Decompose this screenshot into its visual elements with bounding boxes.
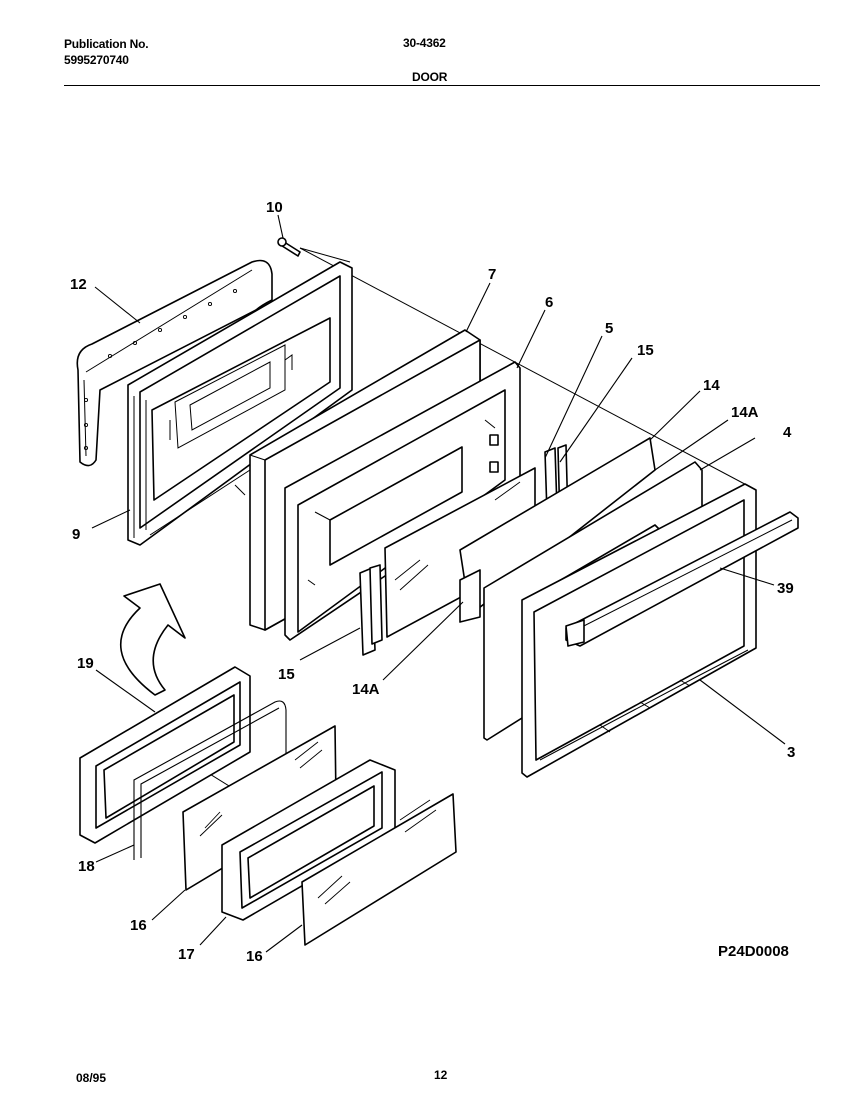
part-10-screw xyxy=(277,237,301,257)
callout-14a-bottom: 14A xyxy=(352,681,380,698)
callout-4: 4 xyxy=(783,424,792,441)
part-39-handle xyxy=(565,511,799,647)
part-19-lower-frame xyxy=(79,666,251,844)
callout-14: 14 xyxy=(703,377,720,394)
callout-17: 17 xyxy=(178,946,195,963)
footer-date: 08/95 xyxy=(76,1071,107,1085)
part-18-gasket-strip xyxy=(133,700,287,860)
part-12-gasket xyxy=(76,259,273,467)
callout-18: 18 xyxy=(78,858,95,875)
part-16-glass-lower xyxy=(301,793,457,946)
callouts: 10 12 7 6 5 15 14 14A 4 39 3 9 19 15 14A… xyxy=(70,199,795,965)
leader-lines xyxy=(91,214,786,953)
callout-19: 19 xyxy=(77,655,94,672)
publication-number: 5995270740 xyxy=(64,53,129,67)
publication-label: Publication No. xyxy=(64,37,149,51)
header-rule xyxy=(64,85,820,86)
section-title: DOOR xyxy=(412,70,448,84)
callout-3: 3 xyxy=(787,744,795,761)
callout-16-lower: 16 xyxy=(246,948,263,965)
callout-7: 7 xyxy=(488,266,496,283)
callout-5: 5 xyxy=(605,320,613,337)
callout-14a-top: 14A xyxy=(731,404,759,421)
figure-code: P24D0008 xyxy=(718,943,789,960)
callout-15-bottom: 15 xyxy=(278,666,295,683)
callout-16-upper: 16 xyxy=(130,917,147,934)
page-number: 12 xyxy=(434,1068,448,1082)
callout-6: 6 xyxy=(545,294,553,311)
callout-10: 10 xyxy=(266,199,283,216)
callout-15-top: 15 xyxy=(637,342,654,359)
callout-12: 12 xyxy=(70,276,87,293)
part-9-inner-liner xyxy=(127,261,353,546)
callout-39: 39 xyxy=(777,580,794,597)
part-17-lower-box xyxy=(221,759,396,921)
arrow-icon xyxy=(119,583,186,696)
model-number: 30-4362 xyxy=(403,36,446,50)
callout-9: 9 xyxy=(72,526,80,543)
